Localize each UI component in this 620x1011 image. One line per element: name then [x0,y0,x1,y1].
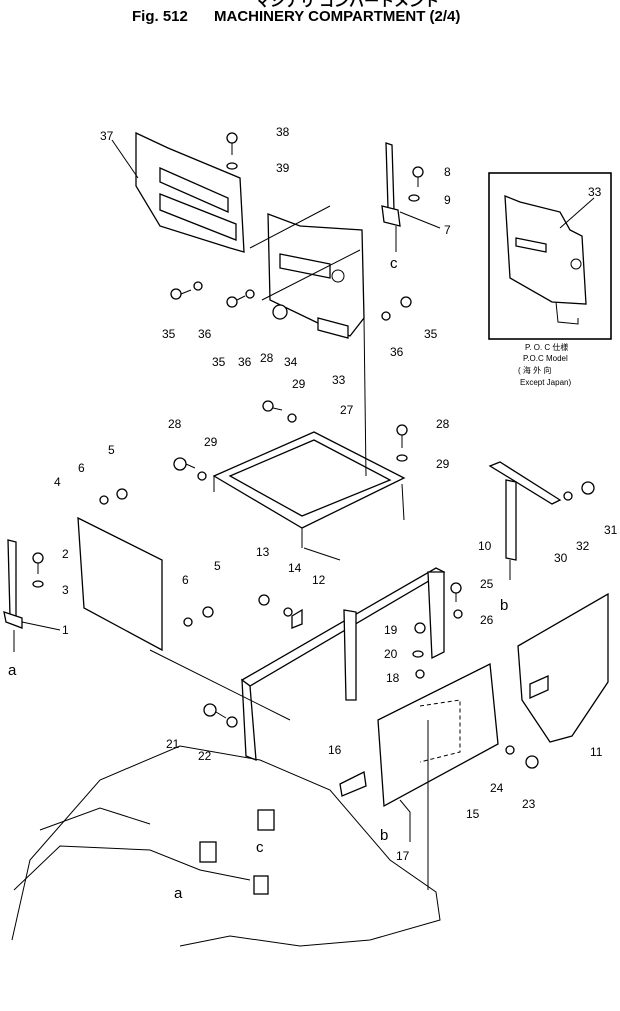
part-33-panel [267,213,365,339]
callout-6-b: 6 [182,573,189,587]
callouts: 1 2 3 4 5 5 6 6 7 8 9 10 11 12 13 14 15 … [54,125,618,863]
callout-39: 39 [276,161,290,175]
callout-5-b: 5 [214,559,221,573]
title-japanese: マシナリ コンパートメント [255,0,439,10]
inset-overseas: ( 海 外 向 [518,365,551,375]
callout-25: 25 [480,577,494,591]
callout-33: 33 [332,373,346,387]
part-10-frame [240,567,446,761]
part-27-frame [212,431,406,548]
inset-poc-spec: P. O. C 仕様 [525,342,568,352]
callout-23: 23 [522,797,536,811]
figure-title: MACHINERY COMPARTMENT (2/4) [214,8,460,25]
callout-4: 4 [54,475,61,489]
callout-22: 22 [198,749,212,763]
inset-callout-33: 33 [588,185,602,199]
callout-24: 24 [490,781,504,795]
callout-35-b: 35 [212,355,226,369]
callout-26: 26 [480,613,494,627]
hardware [32,132,595,842]
inset-poc-model: P.O.C Model [523,354,568,363]
callout-36-c: 36 [390,345,404,359]
callout-31: 31 [604,523,618,537]
part-4-panel [77,516,163,652]
callout-28-c: 28 [436,417,450,431]
callout-14: 14 [288,561,302,575]
connector-letters: a b c c a b [8,255,508,902]
callout-1: 1 [62,623,69,637]
callout-35-a: 35 [162,327,176,341]
callout-21: 21 [166,737,180,751]
part-37-cover [111,131,245,253]
callout-11: 11 [590,745,603,759]
part-15-panel [377,662,499,808]
callout-30: 30 [554,551,568,565]
callout-34: 34 [284,355,298,369]
callout-12: 12 [312,573,326,587]
callout-2: 2 [62,547,69,561]
callout-20: 20 [384,647,398,661]
connector-a-bottom: a [174,885,183,902]
connector-b-bottom: b [380,827,388,844]
callout-29-a: 29 [292,377,306,391]
callout-28-a: 28 [260,351,274,365]
callout-28-b: 28 [168,417,182,431]
callout-36-a: 36 [198,327,212,341]
callout-27: 27 [340,403,354,417]
callout-7: 7 [444,223,451,237]
callout-37: 37 [100,129,114,143]
part-30-bracket [488,461,562,580]
connector-b-right: b [500,597,508,614]
callout-9: 9 [444,193,451,207]
connector-a-left: a [8,662,17,679]
callout-19: 19 [384,623,398,637]
callout-29-c: 29 [436,457,450,471]
callout-5-a: 5 [108,443,115,457]
part-11-cover [517,592,609,743]
callout-10: 10 [478,539,492,553]
part-1-post [3,539,61,652]
callout-3: 3 [62,583,69,597]
callout-17: 17 [396,849,410,863]
base-frame [11,745,441,947]
callout-13: 13 [256,545,270,559]
callout-16: 16 [328,743,342,757]
callout-29-b: 29 [204,435,218,449]
connector-c-top: c [390,255,398,272]
callout-15: 15 [466,807,480,821]
leader-lines [149,205,429,890]
figure-number: Fig. 512 [132,8,188,25]
callout-36-b: 36 [238,355,252,369]
connector-c-bottom: c [256,839,264,856]
callout-6-a: 6 [78,461,85,475]
callout-38: 38 [276,125,290,139]
callout-35-c: 35 [424,327,438,341]
callout-32: 32 [576,539,590,553]
inset-poc-model: 33 P. O. C 仕様 P.O.C Model ( 海 外 向 Except… [488,172,612,387]
callout-8: 8 [444,165,451,179]
inset-except-japan: Except Japan) [520,378,571,387]
part-7-bracket [381,142,441,252]
callout-18: 18 [386,671,400,685]
